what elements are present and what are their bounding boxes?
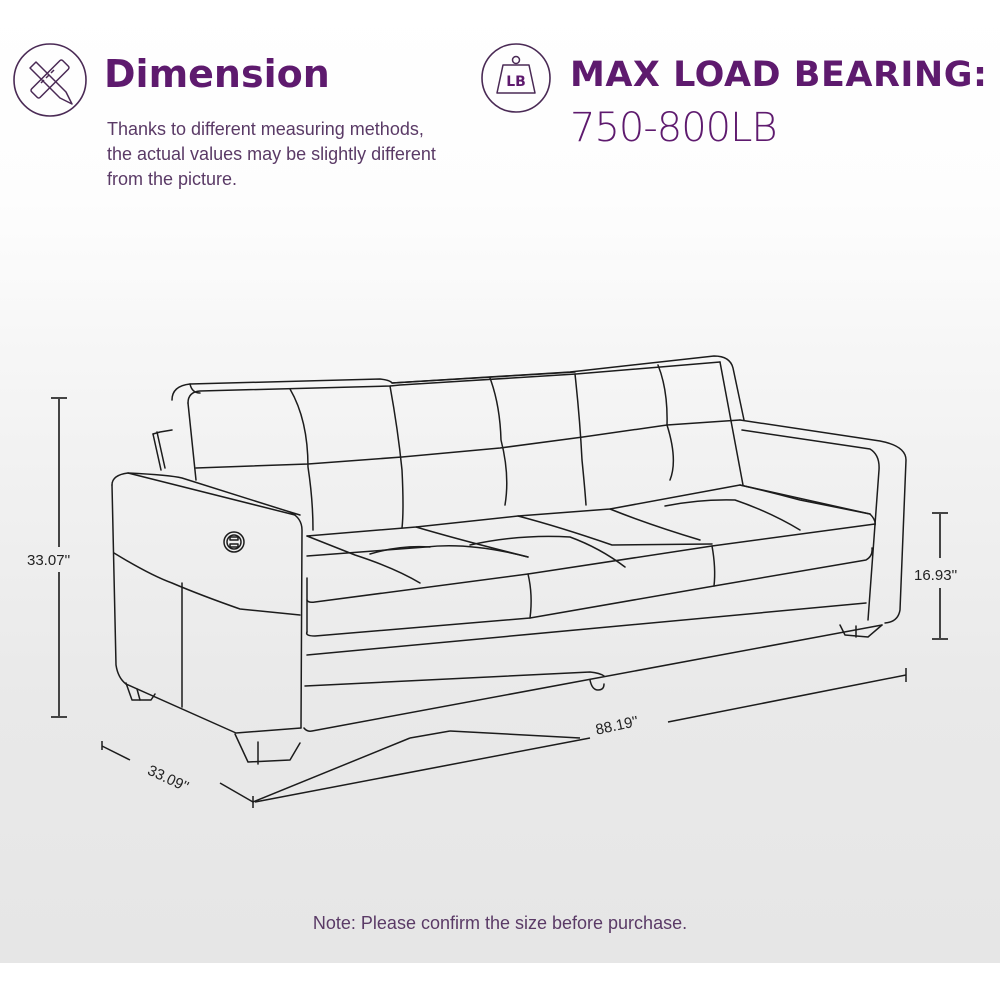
background-panel xyxy=(0,0,1000,963)
lb-text: LB xyxy=(506,74,526,90)
ruler-pencil-icon xyxy=(13,43,87,117)
footer-note: Note: Please confirm the size before pur… xyxy=(312,913,688,933)
dimension-title: Dimension xyxy=(104,52,330,96)
description-line: the actual values may be slightly differ… xyxy=(107,144,436,164)
height-label: 33.07'' xyxy=(27,552,71,569)
weight-lb-icon: LB xyxy=(481,43,551,113)
description-line: from the picture. xyxy=(107,169,238,189)
seat-height-label: 16.93'' xyxy=(914,567,958,584)
dimension-description: Thanks to different measuring methods, t… xyxy=(107,117,507,192)
description-line: Thanks to different measuring methods, xyxy=(107,119,424,139)
max-load-value: 750-800LB xyxy=(570,105,778,151)
max-load-title: MAX LOAD BEARING: xyxy=(570,55,988,95)
